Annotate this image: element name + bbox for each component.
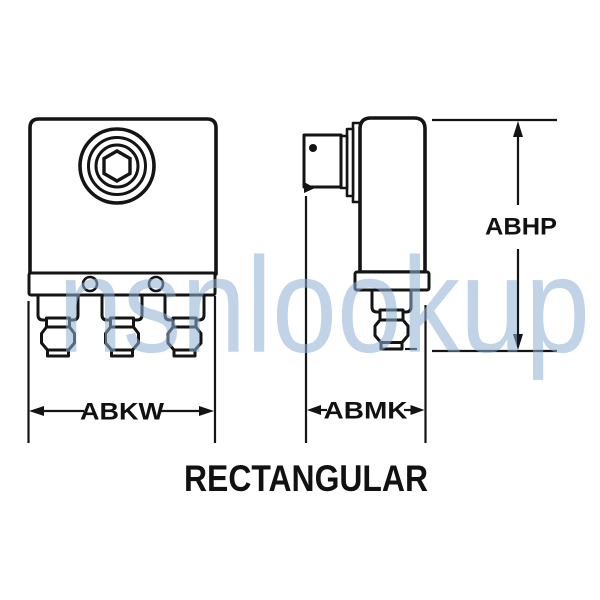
- dim-abkw: ABKW: [27, 296, 217, 443]
- connector-pin-dot: [309, 144, 317, 152]
- fitting-block: [163, 293, 206, 322]
- front-fitting-2: [100, 293, 144, 358]
- dimension-label-abmk: ABMK: [324, 398, 409, 425]
- port-ring-inner: [94, 143, 140, 189]
- plate-hole-right: [147, 275, 165, 293]
- connector-clip-wedge: [304, 182, 315, 193]
- fitting-block: [370, 288, 413, 314]
- caption: RECTANGULAR: [184, 458, 428, 499]
- port-ring-outer: [78, 127, 156, 205]
- front-fitting-3: [163, 293, 206, 358]
- front-view: [27, 117, 218, 358]
- side-view: [302, 116, 431, 351]
- port-ring-middle: [87, 136, 147, 196]
- fitting-block: [36, 293, 80, 322]
- side-fitting: [370, 288, 413, 351]
- abkw-arrow-left: [29, 406, 44, 416]
- abhp-arrow-top: [513, 121, 523, 137]
- abkw-arrow-right: [199, 406, 214, 416]
- port-hex-socket: [102, 149, 132, 183]
- front-fitting-1: [36, 293, 80, 358]
- front-body: [28, 117, 218, 276]
- abmk-arrow-right: [410, 405, 425, 415]
- dimension-label-abhp: ABHP: [485, 214, 557, 241]
- plate-hole-left: [81, 275, 99, 293]
- abhp-arrow-bottom: [513, 334, 523, 350]
- watermark: nsnlookup: [58, 230, 590, 381]
- dimension-label-abkw: ABKW: [80, 399, 164, 426]
- fitting-block: [100, 293, 144, 322]
- abmk-arrow-left: [307, 405, 321, 415]
- dim-abhp: ABHP: [405, 118, 557, 353]
- dim-abmk: ABMK: [304, 196, 427, 443]
- connector-body: [302, 133, 343, 189]
- side-body: [358, 116, 427, 274]
